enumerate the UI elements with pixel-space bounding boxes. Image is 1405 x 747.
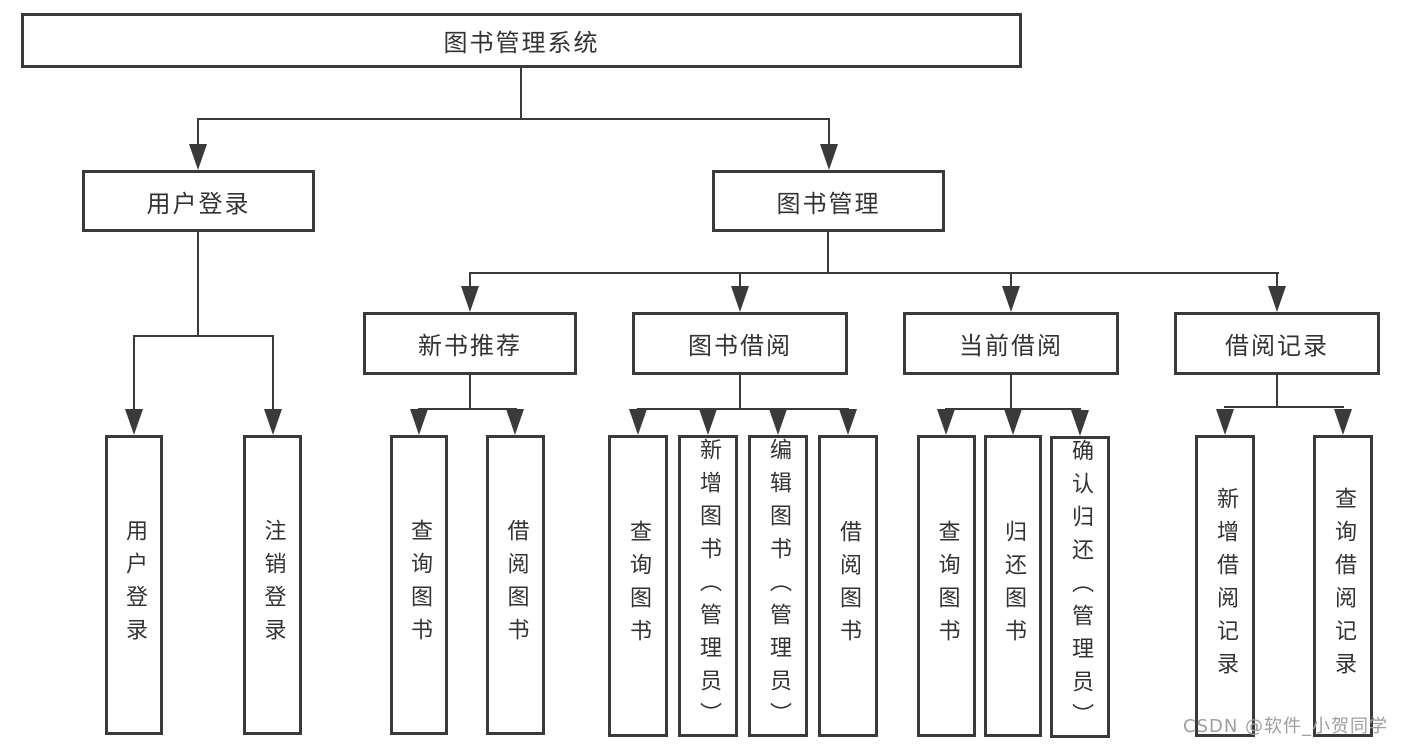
connector-line bbox=[1276, 272, 1278, 292]
arrow-down-icon bbox=[125, 409, 143, 435]
leaf-newbook-borrow: 借阅图书 bbox=[486, 435, 545, 735]
arrow-down-icon bbox=[264, 409, 282, 435]
node-borrow-records: 借阅记录 bbox=[1174, 312, 1380, 375]
arrow-down-icon bbox=[189, 144, 207, 170]
watermark: CSDN @软件_小贺同学 bbox=[1183, 716, 1389, 737]
arrow-down-icon bbox=[820, 144, 838, 170]
connector-line bbox=[637, 408, 849, 410]
leaf-newbook-borrow-label: 借阅图书 bbox=[503, 519, 529, 651]
node-root: 图书管理系统 bbox=[21, 13, 1022, 68]
node-new-book-recommend-label: 新书推荐 bbox=[418, 332, 522, 360]
arrow-down-icon bbox=[629, 409, 647, 435]
leaf-borrow-edit-admin: 编辑图书（管理员） bbox=[748, 435, 808, 737]
arrow-down-icon bbox=[461, 286, 479, 312]
connector-line bbox=[827, 232, 829, 274]
node-book-management: 图书管理 bbox=[712, 170, 945, 232]
leaf-borrow-add-admin: 新增图书（管理员） bbox=[678, 435, 738, 737]
connector-line bbox=[520, 68, 522, 120]
node-current-borrow: 当前借阅 bbox=[903, 312, 1119, 375]
leaf-newbook-query-label: 查询图书 bbox=[407, 519, 432, 651]
leaf-user-login-label: 用户登录 bbox=[122, 519, 147, 651]
connector-line bbox=[1010, 375, 1012, 410]
connector-line bbox=[469, 272, 471, 292]
leaf-borrow-edit-admin-label: 编辑图书（管理员） bbox=[766, 437, 791, 735]
node-current-borrow-label: 当前借阅 bbox=[959, 332, 1063, 360]
arrow-down-icon bbox=[1002, 286, 1020, 312]
leaf-current-confirm-admin-label: 确认归还（管理员） bbox=[1068, 438, 1093, 736]
connector-line bbox=[197, 232, 199, 337]
arrow-down-icon bbox=[731, 286, 749, 312]
arrow-down-icon bbox=[1004, 409, 1022, 435]
leaf-record-add-label: 新增借阅记录 bbox=[1213, 487, 1238, 685]
leaf-record-query: 查询借阅记录 bbox=[1313, 435, 1373, 737]
leaf-borrow-book: 借阅图书 bbox=[818, 435, 878, 737]
connector-line bbox=[739, 272, 741, 292]
arrow-down-icon bbox=[937, 409, 955, 435]
node-user-login: 用户登录 bbox=[82, 170, 315, 232]
connector-line bbox=[197, 118, 830, 120]
leaf-record-add: 新增借阅记录 bbox=[1195, 435, 1255, 737]
connector-line bbox=[1224, 406, 1344, 408]
connector-line bbox=[133, 335, 135, 413]
leaf-current-confirm-admin: 确认归还（管理员） bbox=[1050, 436, 1110, 738]
node-book-borrow-label: 图书借阅 bbox=[688, 332, 792, 360]
leaf-borrow-query: 查询图书 bbox=[608, 435, 668, 737]
node-new-book-recommend: 新书推荐 bbox=[363, 312, 577, 375]
node-book-management-label: 图书管理 bbox=[776, 189, 881, 218]
node-user-login-label: 用户登录 bbox=[146, 189, 251, 218]
connector-line bbox=[1276, 375, 1278, 408]
arrow-down-icon bbox=[839, 409, 857, 435]
leaf-borrow-add-admin-label: 新增图书（管理员） bbox=[696, 437, 721, 735]
node-borrow-records-label: 借阅记录 bbox=[1225, 332, 1329, 360]
leaf-current-return: 归还图书 bbox=[984, 435, 1042, 737]
leaf-current-return-label: 归还图书 bbox=[1001, 520, 1026, 652]
arrow-down-icon bbox=[1071, 410, 1089, 436]
arrow-down-icon bbox=[769, 409, 787, 435]
connector-line bbox=[418, 408, 517, 410]
arrow-down-icon bbox=[410, 409, 428, 435]
connector-line bbox=[828, 118, 830, 150]
connector-line bbox=[1010, 272, 1012, 292]
leaf-borrow-query-label: 查询图书 bbox=[626, 520, 651, 652]
arrow-down-icon bbox=[1216, 409, 1234, 435]
connector-line bbox=[469, 375, 471, 410]
arrow-down-icon bbox=[1268, 286, 1286, 312]
connector-line bbox=[272, 335, 274, 413]
leaf-borrow-book-label: 借阅图书 bbox=[836, 520, 861, 652]
leaf-record-query-label: 查询借阅记录 bbox=[1331, 487, 1356, 685]
connector-line bbox=[739, 375, 741, 410]
leaf-user-login: 用户登录 bbox=[105, 435, 163, 735]
node-root-label: 图书管理系统 bbox=[443, 29, 600, 57]
leaf-logout-label: 注销登录 bbox=[260, 519, 286, 651]
arrow-down-icon bbox=[699, 409, 717, 435]
leaf-logout: 注销登录 bbox=[243, 435, 302, 735]
leaf-current-query-label: 查询图书 bbox=[934, 520, 960, 652]
connector-line bbox=[469, 272, 1279, 274]
node-book-borrow: 图书借阅 bbox=[632, 312, 848, 375]
arrow-down-icon bbox=[1334, 409, 1352, 435]
connector-line bbox=[133, 335, 274, 337]
leaf-current-query: 查询图书 bbox=[917, 435, 976, 737]
arrow-down-icon bbox=[506, 409, 524, 435]
leaf-newbook-query: 查询图书 bbox=[390, 435, 448, 735]
connector-line bbox=[197, 118, 199, 150]
